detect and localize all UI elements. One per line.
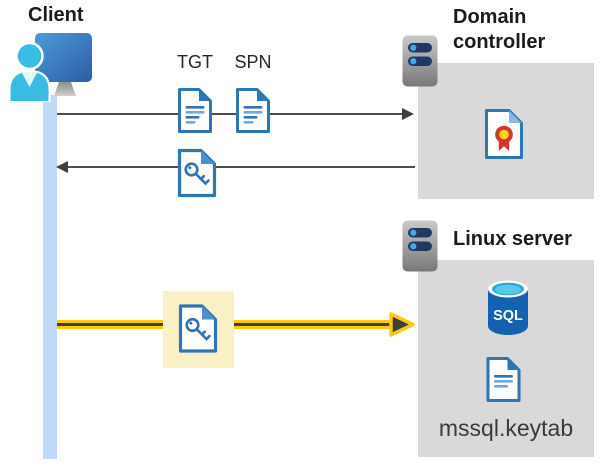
spn-label: SPN (234, 52, 272, 72)
response-arrow-head (56, 161, 68, 173)
linux-server-label: Linux server (453, 228, 572, 250)
response-arrow-line (66, 166, 415, 168)
spn-document-icon (236, 88, 270, 133)
client-label: Client (28, 4, 84, 26)
monitor-stand (54, 82, 76, 96)
kerberos-arrow-head (389, 312, 415, 337)
tgt-label: TGT (177, 52, 213, 72)
sql-database-icon: SQL (488, 280, 528, 335)
request-arrow-line (57, 113, 404, 115)
keytab-filename: mssql.keytab (438, 415, 574, 441)
sql-badge-text: SQL (493, 308, 523, 324)
domain-controller-server-icon (402, 35, 438, 87)
monitor-icon (35, 33, 92, 82)
domain-controller-label: Domain controller (453, 6, 546, 53)
key-glyph (184, 162, 210, 186)
person-icon (8, 41, 51, 102)
key-ticket-icon (177, 148, 217, 198)
tgt-document-icon (178, 88, 212, 133)
client-timeline-bar (43, 95, 57, 459)
key-glyph (185, 317, 211, 341)
client-icon (8, 33, 92, 102)
keytab-document-icon (486, 357, 521, 402)
certificate-icon (485, 109, 523, 159)
keytab-key-ticket-icon (178, 304, 218, 353)
request-arrow-head (402, 108, 414, 120)
linux-server-icon (402, 220, 438, 272)
